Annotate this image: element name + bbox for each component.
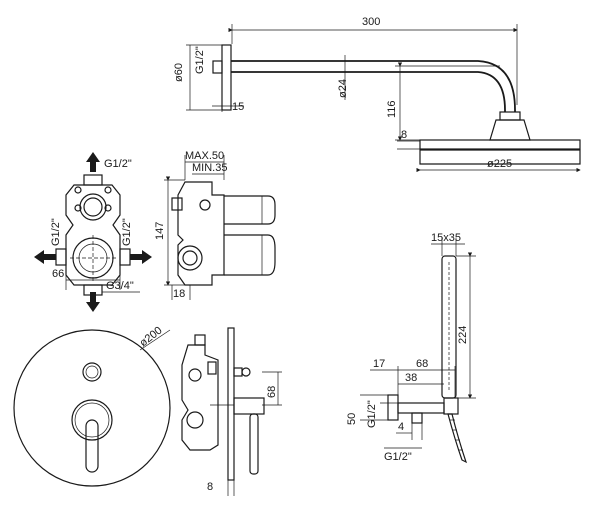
shower-arm-tube bbox=[231, 60, 516, 112]
dim-depth-min: MIN.35 bbox=[192, 162, 227, 174]
plate-profile bbox=[227, 327, 235, 481]
valve-body-side-view: MAX.50 MIN.35 147 18 bbox=[154, 150, 276, 300]
dim-arm-length: 300 bbox=[362, 16, 380, 28]
dim-body-offset: 18 bbox=[173, 288, 185, 300]
trim-plate-side-view: 68 8 bbox=[181, 327, 282, 496]
hand-shower-view: 15x35 224 17 68 38 50 G1/2" bbox=[346, 232, 476, 464]
dim-flange-depth: 15 bbox=[232, 101, 244, 113]
arrow-right-icon bbox=[130, 250, 152, 264]
trim-plate bbox=[13, 329, 171, 487]
lower-cover bbox=[224, 234, 276, 276]
dim-elbow-offset: 17 bbox=[373, 358, 385, 370]
arm-connector bbox=[499, 111, 521, 121]
hand-shower-holder bbox=[443, 397, 459, 415]
dim-valve-width: 66 bbox=[52, 268, 64, 280]
valve-body-installed bbox=[181, 344, 219, 451]
dim-head-thickness: 8 bbox=[401, 129, 407, 141]
dim-elbow-thread: G1/2" bbox=[366, 400, 378, 428]
valve-side-body bbox=[177, 181, 225, 286]
wall-flange bbox=[221, 44, 232, 111]
arrow-up-icon bbox=[86, 152, 100, 172]
dim-depth-max: MAX.50 bbox=[185, 150, 224, 162]
elbow-arm bbox=[397, 402, 445, 414]
dim-elbow-width: 68 bbox=[416, 358, 428, 370]
dim-elbow-gap: 4 bbox=[398, 421, 404, 433]
dim-arm-thread: G1/2" bbox=[194, 46, 206, 74]
valve-body-outline bbox=[65, 184, 121, 286]
arrow-left-icon bbox=[34, 250, 56, 264]
lever-handle bbox=[85, 419, 99, 473]
shower-head bbox=[419, 139, 581, 150]
dim-body-height: 147 bbox=[154, 222, 166, 240]
head-cap bbox=[489, 119, 531, 141]
upper-cover bbox=[224, 195, 276, 225]
valve-body-front-view: G1/2" G1/2" G1/2" 66 G3/4" bbox=[34, 152, 152, 312]
arrow-down-icon bbox=[86, 292, 100, 312]
valve-top-outlet-label: G1/2" bbox=[104, 158, 132, 170]
lever-side-handle bbox=[249, 413, 259, 475]
dim-arm-drop: 116 bbox=[386, 100, 398, 118]
dim-holder-size: 15x35 bbox=[431, 232, 461, 244]
valve-right-inlet-label: G1/2" bbox=[121, 218, 133, 246]
lever-base bbox=[71, 399, 113, 441]
lever-body bbox=[233, 397, 265, 415]
dim-head-diameter: ø225 bbox=[487, 158, 512, 170]
dim-plate-diameter: ø200 bbox=[137, 324, 164, 349]
shower-arm-view: 300 ø60 G1/2" 15 ø24 116 8 ø225 bbox=[173, 16, 581, 173]
upper-port bbox=[79, 193, 107, 221]
valve-left-inlet-label: G1/2" bbox=[50, 218, 62, 246]
wall-elbow bbox=[387, 394, 399, 421]
diverter-knob bbox=[82, 362, 102, 382]
dim-arm-diameter: ø24 bbox=[337, 79, 349, 98]
dim-elbow-square: 50 bbox=[346, 413, 358, 425]
dim-hand-shower-length: 224 bbox=[457, 326, 469, 344]
dim-hose-thread: G1/2" bbox=[384, 451, 412, 463]
dim-flange-diameter: ø60 bbox=[173, 63, 185, 82]
shower-hose bbox=[447, 413, 468, 464]
valve-bottom-outlet-label: G3/4" bbox=[106, 280, 134, 292]
dim-lever-height: 68 bbox=[266, 386, 278, 398]
trim-plate-front-view: ø200 bbox=[13, 324, 171, 487]
dim-elbow-depth: 38 bbox=[405, 372, 417, 384]
flange-nut bbox=[212, 60, 223, 74]
dim-plate-thickness: 8 bbox=[207, 481, 213, 493]
